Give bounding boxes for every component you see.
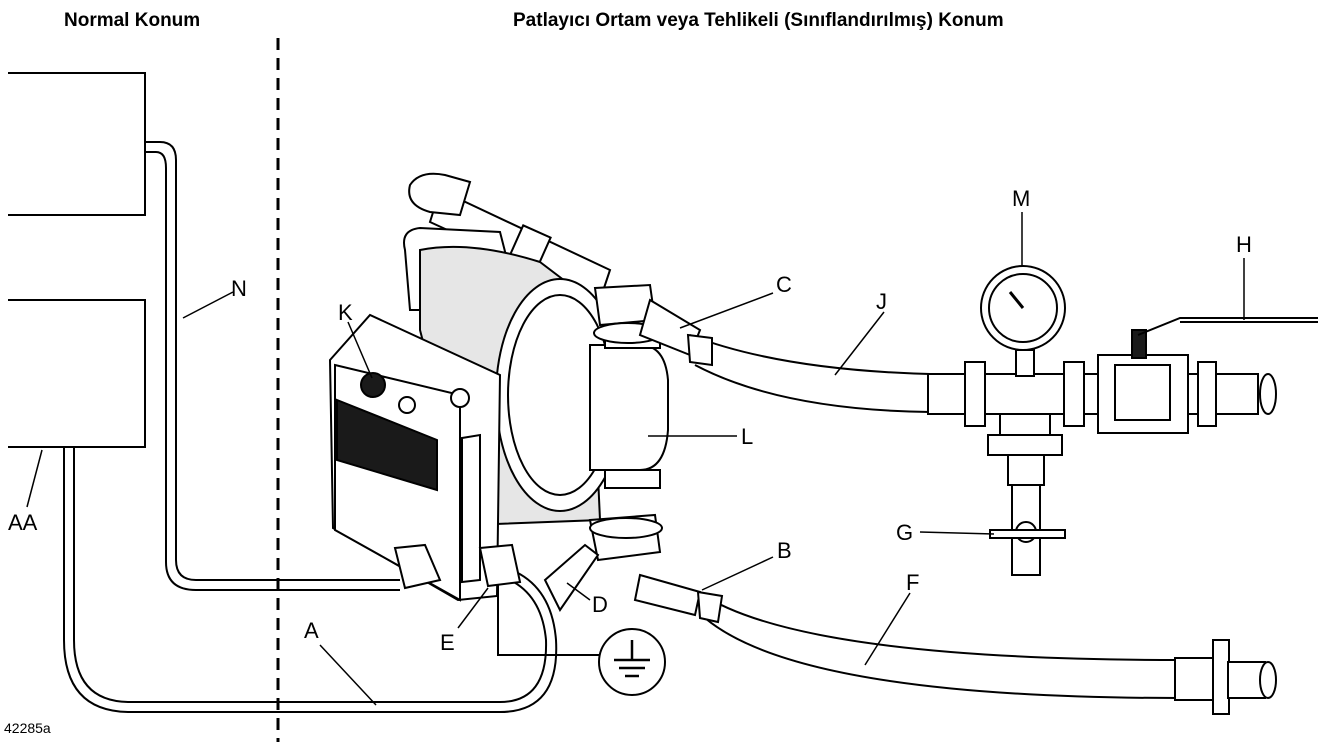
header-normal-location: Normal Konum [64, 10, 200, 31]
ground-connection [497, 560, 666, 696]
label-l: L [741, 424, 753, 449]
label-b: B [777, 538, 792, 563]
ground-symbol [598, 628, 666, 696]
label-aa: AA [8, 510, 38, 535]
label-c: C [776, 272, 792, 297]
header-hazardous-location: Patlayıcı Ortam veya Tehlikeli (Sınıflan… [513, 10, 1004, 31]
knob [360, 372, 386, 398]
inlet-pipe-end [1174, 639, 1277, 715]
control-window [336, 398, 438, 492]
control-module [328, 313, 502, 602]
outlet-manifold [927, 265, 1318, 576]
label-a: A [304, 618, 319, 643]
label-h: H [1236, 232, 1252, 257]
label-f: F [906, 570, 919, 595]
upper-control-box [8, 72, 146, 216]
leader-lines [26, 212, 1245, 706]
lower-control-box [8, 299, 146, 448]
label-j: J [876, 289, 887, 314]
label-g: G [896, 520, 913, 545]
figure-id: 42285a [4, 720, 51, 736]
label-m: M [1012, 186, 1030, 211]
label-n: N [231, 276, 247, 301]
hose-f [696, 590, 1181, 699]
cable-glands [393, 543, 522, 590]
label-k: K [338, 300, 353, 325]
label-e: E [440, 630, 455, 655]
cable-n [145, 141, 400, 591]
pump-illustration [403, 172, 702, 617]
hose-j [686, 333, 931, 413]
cable-a [63, 447, 558, 713]
label-d: D [592, 592, 608, 617]
